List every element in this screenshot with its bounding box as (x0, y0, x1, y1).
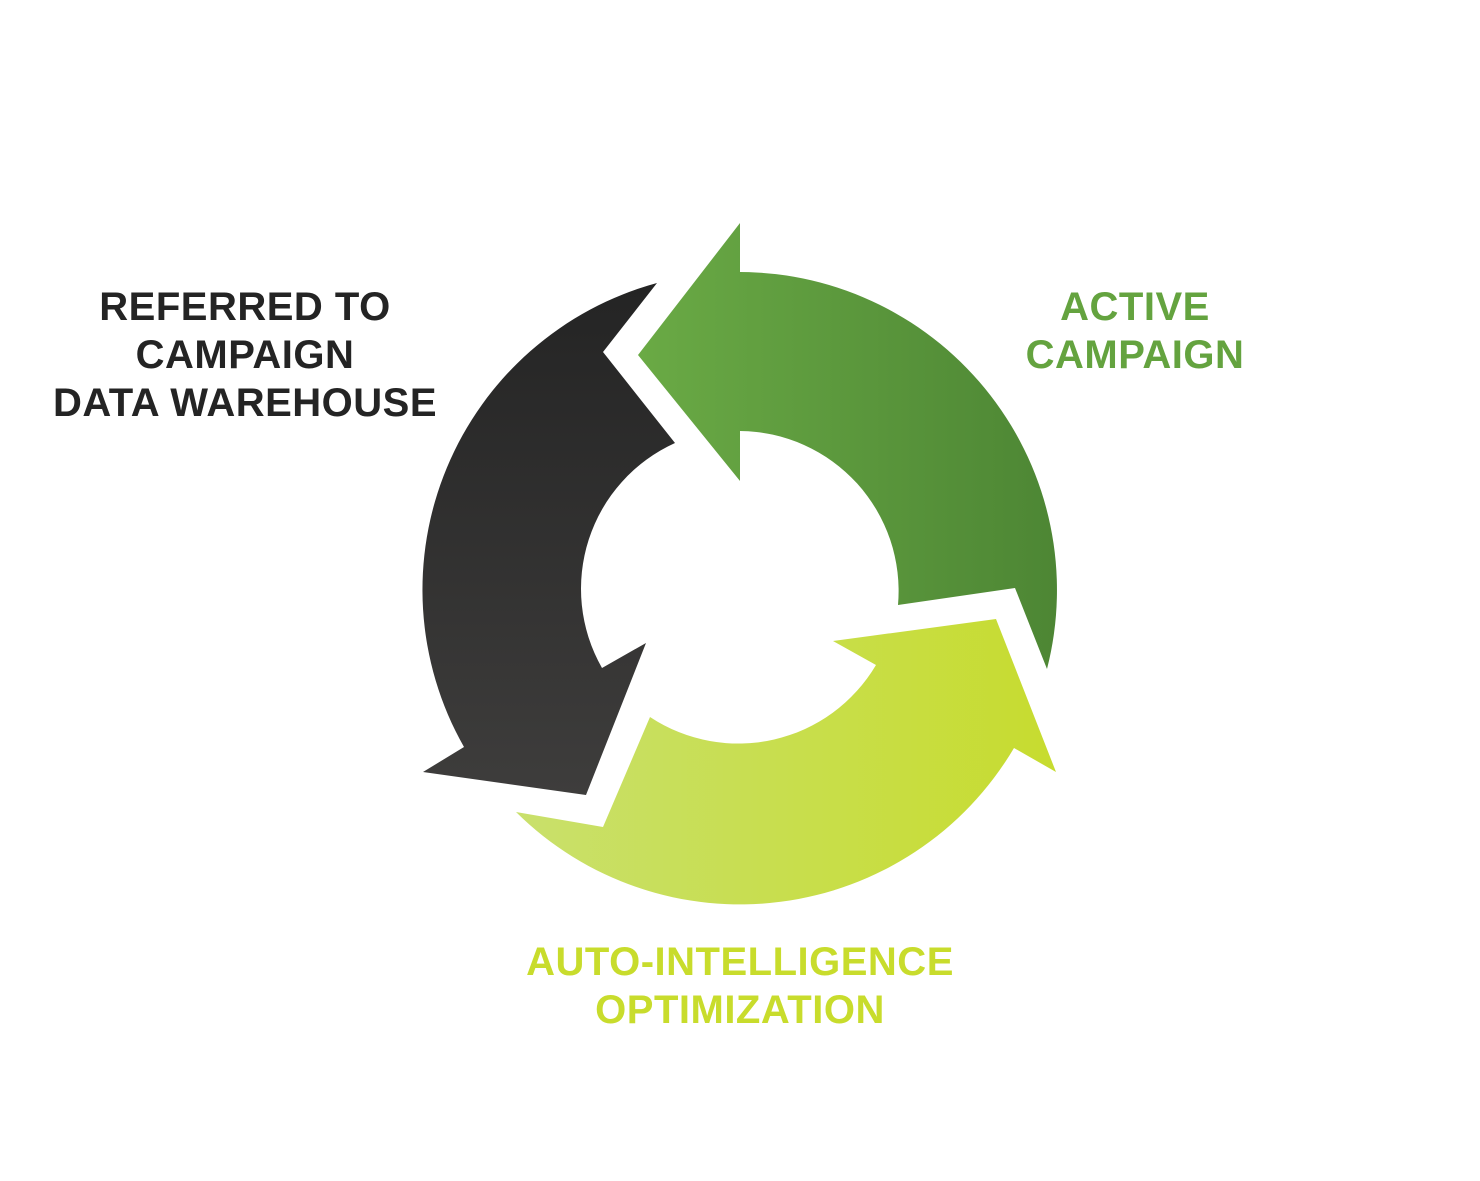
active-label-line-1: ACTIVE (1060, 285, 1210, 329)
referred-label-line-1: REFERRED TO (99, 285, 391, 329)
active-label-line-2: CAMPAIGN (1025, 333, 1245, 377)
optimization-label: AUTO-INTELLIGENCE OPTIMIZATION (480, 938, 1000, 1034)
referred-label-line-3: DATA WAREHOUSE (52, 381, 438, 425)
active-arrow (638, 223, 1057, 669)
optimization-arrow (516, 619, 1056, 905)
referred-arrow (422, 283, 675, 795)
referred-label-line-2: CAMPAIGN (135, 333, 355, 377)
optimization-label-line-1: AUTO-INTELLIGENCE (526, 940, 954, 984)
optimization-label-line-2: OPTIMIZATION (595, 988, 885, 1032)
active-label: ACTIVE CAMPAIGN (1000, 283, 1270, 379)
referred-label: REFERRED TO CAMPAIGN DATA WAREHOUSE (40, 283, 450, 427)
